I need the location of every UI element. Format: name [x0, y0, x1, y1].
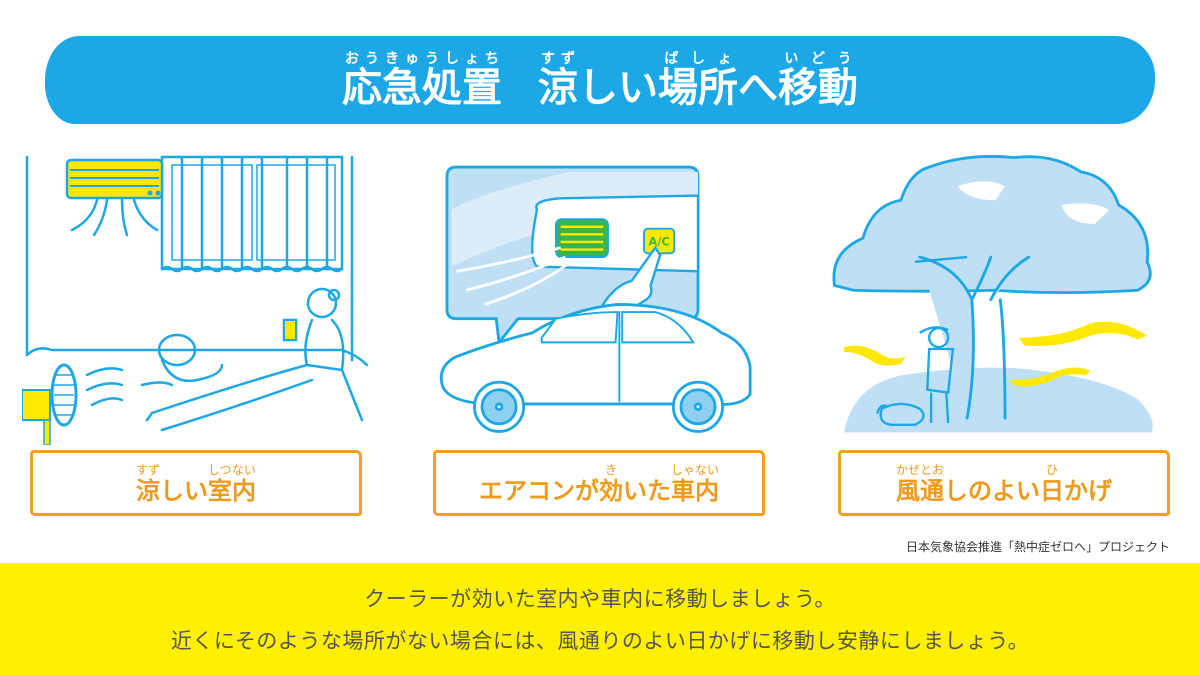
- tree-illustration-icon: [832, 155, 1153, 433]
- message-line-2: 近くにそのような場所がない場合には、風通りのよい日かげに移動し安静にしましょう。: [170, 629, 1030, 653]
- title-group-0: 応急処置おうきゅうしょち: [342, 51, 502, 110]
- ruby-segment: 場所ばしょ: [658, 51, 738, 111]
- room-illustration-icon: [21, 155, 369, 446]
- ruby-segment: 涼すず: [538, 51, 578, 111]
- illustration-shade-tree: [825, 145, 1185, 445]
- illustration-car: A/C: [428, 145, 788, 445]
- title-group-1: 涼すずしい 場所ばしょへ 移動いどう: [538, 50, 858, 110]
- caption-label: エアコンが 効きいた 車内しゃない: [479, 463, 719, 505]
- page-title: 応急処置おうきゅうしょち涼すずしい 場所ばしょへ 移動いどう: [342, 50, 858, 110]
- ruby-segment: かげ: [1064, 477, 1112, 505]
- caption-label: 涼すずしい 室内しつない: [136, 463, 256, 505]
- illustration-cool-room: [21, 145, 382, 446]
- message-line-1: クーラーが効いた室内や車内に移動しましょう。: [364, 587, 836, 611]
- caption-cool-room: 涼すずしい 室内しつない: [30, 450, 362, 516]
- ruby-segment: しい: [159, 477, 208, 505]
- ruby-segment: 移動いどう: [778, 51, 858, 111]
- caption-shade: 風通かぜとおしのよい 日ひかげ: [838, 450, 1170, 516]
- ruby-segment: 効き: [598, 463, 623, 505]
- ruby-segment: 車内しゃない: [670, 463, 719, 505]
- ruby-segment: 室内しつない: [207, 463, 256, 505]
- ruby-segment: 風通かぜとお: [895, 463, 944, 505]
- caption-label: 風通かぜとおしのよい 日ひかげ: [896, 463, 1112, 505]
- ruby-segment: エアコンが: [478, 477, 599, 505]
- ac-button-label: A/C: [649, 235, 670, 249]
- caption-car-with-ac: エアコンが 効きいた 車内しゃない: [433, 450, 765, 516]
- credit-text: 日本気象協会推進「熱中症ゼロへ」プロジェクト: [905, 540, 1170, 554]
- title-banner: 応急処置おうきゅうしょち涼すずしい 場所ばしょへ 移動いどう: [45, 36, 1155, 124]
- ruby-segment: いた: [622, 477, 671, 505]
- ruby-segment: 応急処置おうきゅうしょち: [342, 51, 502, 111]
- ruby-segment: へ: [738, 65, 778, 111]
- ruby-segment: しい: [578, 65, 658, 111]
- car-illustration-icon: A/C: [439, 165, 752, 433]
- ruby-segment: 日ひ: [1040, 463, 1064, 505]
- ruby-segment: しのよい: [944, 477, 1040, 505]
- ruby-segment: 涼すず: [135, 463, 160, 505]
- bottom-message-band: クーラーが効いた室内や車内に移動しましょう。 近くにそのような場所がない場合には…: [0, 563, 1200, 675]
